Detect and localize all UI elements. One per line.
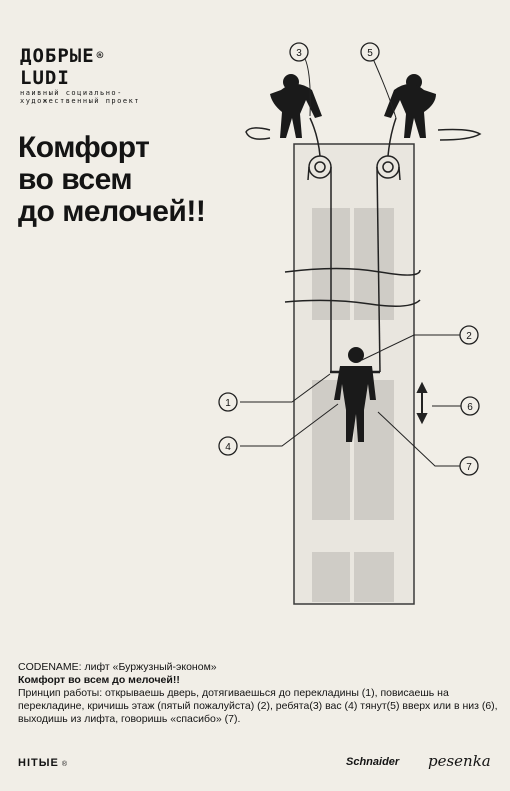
callout-labels: 3 5 2 1 6 4 7 (225, 48, 473, 473)
brand-pesenka-logo: pesenka (428, 752, 491, 770)
headline-line1: Комфорт (18, 131, 150, 164)
callout-circles (218, 42, 480, 476)
callout-2-label: 2 (466, 331, 472, 342)
brand-schnaider-logo: Schnaider (346, 756, 400, 768)
codename-label: CODENAME: (18, 661, 82, 673)
floor-lines (284, 267, 421, 307)
worker-right-icon (384, 74, 436, 138)
callout-7-circle (459, 456, 479, 476)
callout-6-label: 6 (467, 402, 473, 413)
worker-left-icon (270, 74, 322, 138)
footer-logo-reg: ® (61, 761, 68, 768)
callout-1-label: 1 (225, 398, 231, 409)
logo-reg-mark: ® (96, 49, 105, 62)
callout-5-circle (360, 42, 380, 62)
callout-3-label: 3 (296, 48, 302, 59)
callout-6-circle (460, 396, 480, 416)
headline: Комфорт во всем до мелочей!! (18, 131, 206, 228)
callout-5-label: 5 (367, 48, 373, 59)
callout-7-label: 7 (466, 462, 472, 473)
description-codename: CODENAME: лифт «Буржузный-эконом» (18, 661, 498, 674)
callout-4-circle (218, 436, 238, 456)
floor-doors (312, 208, 394, 602)
logo-subtitle: наивный социально-художественный проект (20, 89, 141, 105)
headline-line3: до мелочей!! (18, 195, 206, 228)
callout-1-circle (218, 392, 238, 412)
callout-3-circle (289, 42, 309, 62)
footer-logo-text: НITЫЕ (18, 757, 59, 769)
logo-title: ДОБРЫЕ® LUDI (20, 45, 104, 89)
codename-value: лифт «Буржузный-эконом» (81, 661, 217, 673)
logo-line1: ДОБРЫЕ (20, 45, 95, 67)
description-title: Комфорт во всем до мелочей!! (18, 674, 180, 686)
description: CODENAME: лифт «Буржузный-эконом» Комфор… (18, 661, 498, 726)
headline-line2: во всем (18, 163, 133, 196)
up-down-arrow-icon (416, 381, 428, 425)
description-body: Принцип работы: открываешь дверь, дотяги… (18, 687, 498, 725)
footer-logo: НITЫЕ® (18, 757, 68, 769)
logo-line2: LUDI (20, 67, 70, 89)
callout-4-label: 4 (225, 442, 231, 453)
passenger-icon (334, 347, 376, 442)
callout-lines (240, 51, 470, 467)
callout-2-circle (459, 325, 479, 345)
